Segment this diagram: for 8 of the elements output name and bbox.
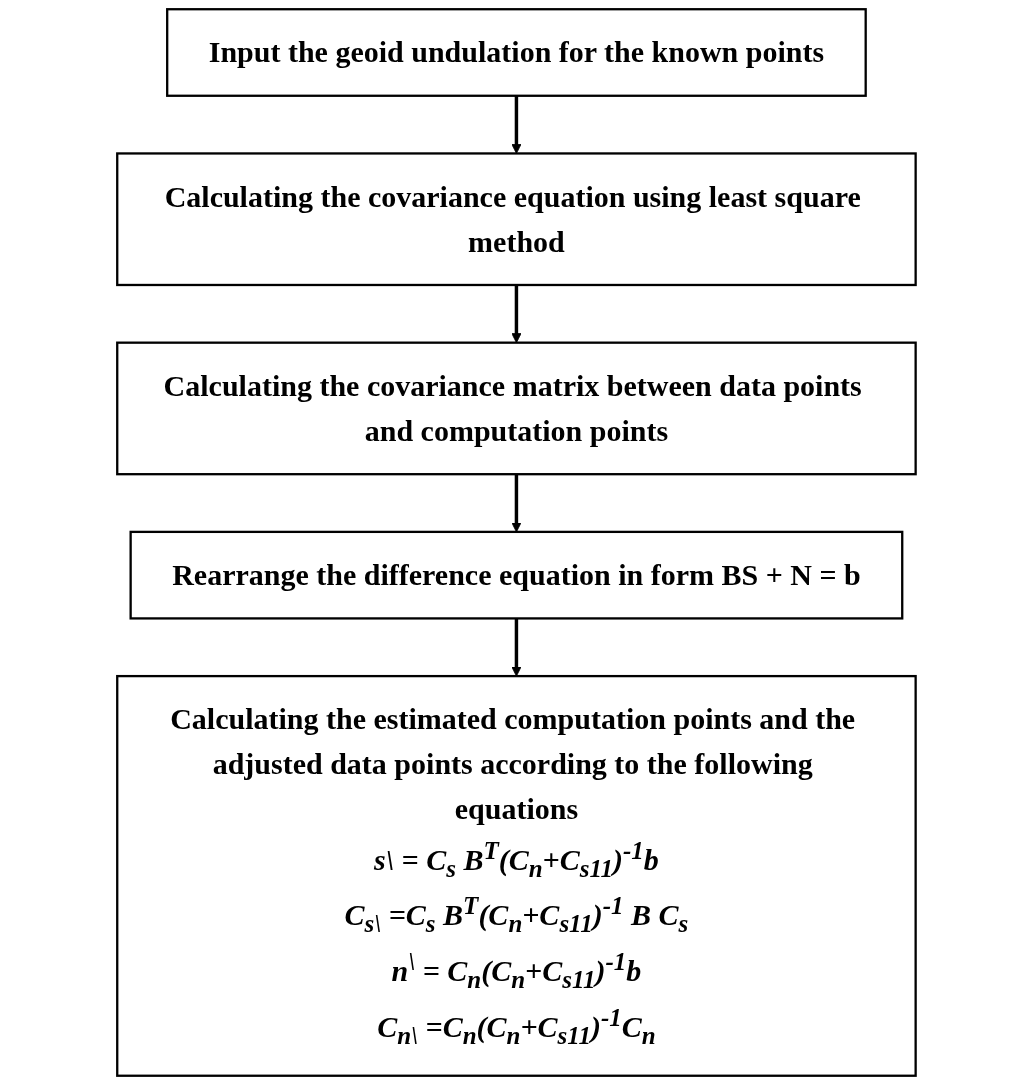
node-box [165, 8, 867, 97]
node-box [115, 341, 917, 476]
node-box [129, 530, 903, 620]
node-box [115, 152, 917, 287]
arrow [510, 95, 522, 154]
flowchart: Input the geoid undulation for the known points Calculating the covariance equation using least square method Calculating the covariance matrix between data points and computation points Rearrange the difference equation in form BS + N = b Calculating the estimated computation points and the adjusted data points according to the following equations s\ = C$_{s}$ B$^{T}$(C$_{n}$+C$_{s11}$)$^{-1}$b C$_{s\}$ =C$_{s}$ B$^{T}$(C$_{n}$+C$_{s11}$)$^{-1}$ B C$_{s}$ n$^{\}$ = C$_{n}$(C$_{n}$+C$_{s11}$)$^{-1}$b C$_{n\}$ =C$_{n}$(C$_{n}$+C$_{s11}$)$^{-1}$C$_{n}$ [107, 0, 925, 1085]
arrow [510, 618, 522, 677]
node-box [115, 674, 917, 1077]
